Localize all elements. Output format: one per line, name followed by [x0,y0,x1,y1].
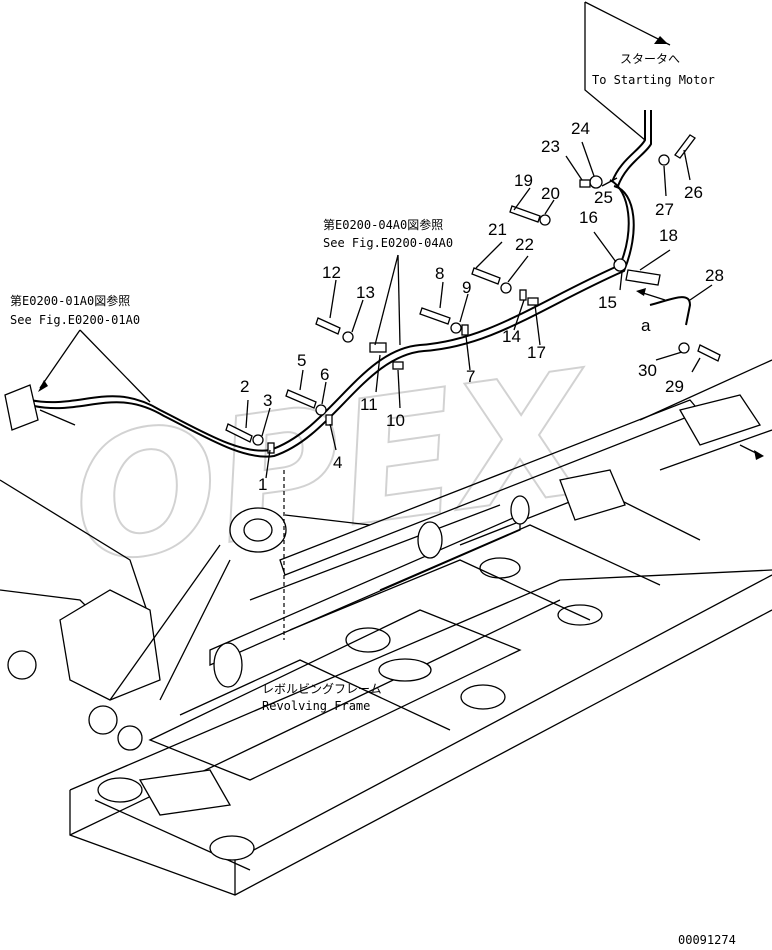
destination-en: To Starting Motor [592,73,715,87]
destination-jp: スタータへ [620,52,680,66]
callout-5: 5 [297,351,306,370]
view-marker-a: a [641,316,651,335]
callout-13: 13 [356,283,375,302]
callout-15: 15 [598,293,617,312]
callout-21: 21 [488,220,507,239]
callout-11: 11 [360,395,378,414]
callout-9: 9 [462,278,471,297]
callout-7: 7 [466,367,475,386]
callout-6: 6 [320,365,329,384]
ref-mid-en: See Fig.E0200-04A0 [323,236,453,250]
callout-22: 22 [515,235,534,254]
callout-16: 16 [579,208,598,227]
drawing-number: 00091274 [678,933,736,947]
frame-label-en: Revolving Frame [262,699,370,713]
ref-left-jp: 第E0200-01A0図参照 [10,293,130,308]
callout-26: 26 [684,183,703,202]
callout-27: 27 [655,200,674,219]
callout-3: 3 [263,391,272,410]
cable-harness [4,110,764,460]
callout-4: 4 [333,453,342,472]
ref-mid-jp: 第E0200-04A0図参照 [323,217,443,232]
callout-10: 10 [386,411,405,430]
callout-18: 18 [659,226,678,245]
callout-20: 20 [541,184,560,203]
callout-8: 8 [435,264,444,283]
callout-24: 24 [571,119,590,138]
leader-lines [38,1,713,479]
callout-19: 19 [514,171,533,190]
callout-12: 12 [322,263,341,282]
callout-2: 2 [240,377,249,396]
callout-29: 29 [665,377,684,396]
callout-28: 28 [705,266,724,285]
reference-labels: 第E0200-01A0図参照 See Fig.E0200-01A0 第E0200… [10,52,736,947]
callout-14: 14 [502,327,521,346]
ref-left-en: See Fig.E0200-01A0 [10,313,140,327]
callout-17: 17 [527,343,546,362]
callout-25: 25 [594,188,613,207]
callout-23: 23 [541,137,560,156]
frame-label-jp: レボルビングフレーム [262,682,382,696]
callout-1: 1 [258,475,267,494]
callout-numbers: 1 2 3 4 5 6 7 8 9 10 11 12 13 14 15 16 1… [240,119,724,494]
revolving-frame [0,359,772,896]
callout-30: 30 [638,361,657,380]
